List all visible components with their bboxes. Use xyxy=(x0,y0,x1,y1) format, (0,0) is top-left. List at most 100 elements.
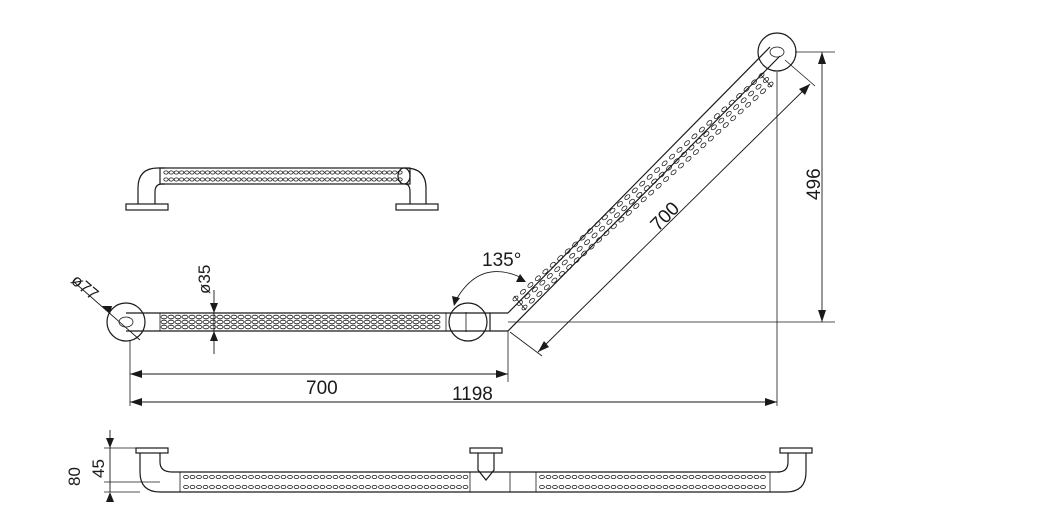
grip-hole xyxy=(430,474,436,479)
grip-hole xyxy=(730,115,737,122)
grip-hole xyxy=(648,189,655,196)
grip-hole xyxy=(324,170,330,175)
grip-hole xyxy=(561,259,568,266)
grip-hole xyxy=(606,219,613,225)
grip-hole xyxy=(584,474,591,479)
grip-hole xyxy=(675,474,682,479)
grip-hole xyxy=(734,484,740,489)
grip-hole xyxy=(596,237,602,243)
grip-hole xyxy=(319,170,325,175)
grip-hole xyxy=(225,170,231,175)
grip-hole xyxy=(552,484,558,489)
grip-hole xyxy=(324,177,330,182)
grip-hole xyxy=(426,319,434,325)
grip-hole xyxy=(745,101,752,108)
grip-hole xyxy=(591,232,598,239)
grip-hole xyxy=(231,170,237,175)
grip-hole xyxy=(740,484,747,489)
grip-hole xyxy=(579,234,586,241)
grip-hole xyxy=(630,484,636,489)
grip-hole xyxy=(202,484,209,489)
grip-hole xyxy=(701,484,708,489)
grip-hole xyxy=(675,484,682,489)
grip-hole xyxy=(319,177,325,182)
grip-hole xyxy=(710,124,717,131)
grip-hole xyxy=(202,474,209,479)
grip-hole xyxy=(693,149,699,155)
grip-hole xyxy=(377,314,385,320)
grip-hole xyxy=(223,324,231,330)
grip-hole xyxy=(321,314,329,320)
grip-hole xyxy=(542,268,549,275)
grip-hole xyxy=(443,474,449,479)
grip-hole xyxy=(251,319,259,325)
grip-hole xyxy=(376,177,382,182)
grip-hole xyxy=(571,484,578,489)
grip-hole xyxy=(581,250,588,257)
grip-hole xyxy=(733,104,740,110)
grip-hole xyxy=(512,295,519,302)
grip-hole xyxy=(527,282,534,288)
grip-hole xyxy=(611,223,617,230)
grip-hole xyxy=(543,284,550,291)
grip-hole xyxy=(363,319,371,325)
grip-hole xyxy=(529,297,535,304)
grip-hole xyxy=(398,324,406,330)
grip-hole xyxy=(329,177,335,182)
grip-hole xyxy=(412,319,420,325)
grip-hole xyxy=(539,484,545,489)
grip-hole xyxy=(228,484,235,489)
grip-hole xyxy=(308,177,315,182)
grip-hole xyxy=(326,474,332,479)
grip-hole xyxy=(747,474,753,479)
grip-hole xyxy=(391,484,397,489)
grip-hole xyxy=(378,474,384,479)
grip-hole xyxy=(419,319,427,325)
grip-hole xyxy=(241,177,247,182)
grip-hole xyxy=(244,324,252,330)
grip-hole xyxy=(392,170,398,175)
grip-hole xyxy=(241,484,248,489)
grip-hole xyxy=(630,474,636,479)
grip-hole xyxy=(688,144,695,151)
grip-hole xyxy=(195,319,203,325)
grip-hole xyxy=(160,319,168,325)
grip-hole xyxy=(405,314,413,320)
grip-hole xyxy=(371,484,378,489)
grip-hole xyxy=(397,474,404,479)
grip-hole xyxy=(248,474,254,479)
grip-hole xyxy=(360,177,367,182)
grip-hole xyxy=(251,324,259,330)
grip-hole xyxy=(433,319,441,325)
grip-hole xyxy=(345,177,351,182)
grip-hole xyxy=(718,117,725,124)
grip-hole xyxy=(202,319,210,325)
grip-hole xyxy=(319,484,326,489)
grip-hole xyxy=(370,319,378,325)
grip-hole xyxy=(417,474,423,479)
grip-hole xyxy=(307,324,315,330)
grip-hole xyxy=(349,324,357,330)
grip-hole xyxy=(685,156,692,162)
grip-hole xyxy=(342,314,350,320)
grip-hole xyxy=(576,246,583,252)
grip-hole xyxy=(303,177,309,182)
grip-hole xyxy=(307,314,315,320)
grip-hole xyxy=(215,474,222,479)
grip-hole xyxy=(272,324,280,330)
grip-hole xyxy=(167,314,175,320)
grip-hole xyxy=(365,474,371,479)
grip-hole xyxy=(314,319,322,325)
grip-hole xyxy=(670,169,677,176)
grip-hole xyxy=(293,314,301,320)
grip-hole xyxy=(751,79,757,86)
grip-hole xyxy=(230,319,238,325)
horizontal-dimensions: 700 1198 xyxy=(129,72,778,406)
grip-hole xyxy=(405,324,413,330)
side-inner-label: 45 xyxy=(89,459,108,478)
angle-label: 135° xyxy=(482,250,521,271)
grip-hole xyxy=(360,170,367,175)
grip-hole xyxy=(279,314,287,320)
angle-annotation: 135° xyxy=(452,250,526,306)
